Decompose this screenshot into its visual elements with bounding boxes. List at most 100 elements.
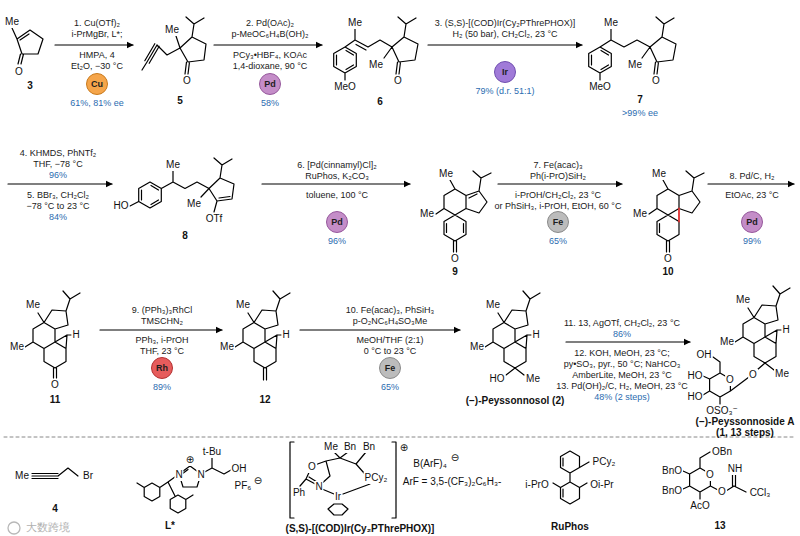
- watermark-logo: [8, 522, 20, 534]
- reagent-text: 7. Fe(acac)₃: [533, 160, 582, 170]
- atom-label: ⊕: [185, 454, 195, 466]
- reagent-text: HMPA, 4: [79, 50, 114, 60]
- atom-label: ⊕: [399, 442, 409, 454]
- atom-label: Me: [627, 59, 643, 71]
- reagent-text: 4. KHMDS, PhNTf₂: [20, 148, 97, 158]
- atom-label: Me: [469, 341, 485, 353]
- reaction-arrow: [566, 341, 690, 342]
- reagent-text: −78 °C to 23 °C: [27, 201, 90, 211]
- atom-label: i-PrO: [524, 479, 549, 491]
- atom-label: Me: [25, 299, 41, 311]
- structure-8: [130, 158, 234, 212]
- yield-text: 48% (2 steps): [594, 392, 650, 402]
- reaction-arrow: [100, 329, 222, 330]
- metal-symbol: Pd: [746, 217, 758, 227]
- reagent-text: 5. BBr₃, CH₂Cl₂: [27, 190, 89, 200]
- reagent-text: AmberLite, MeOH, 23 °C: [572, 370, 672, 380]
- atom-label: Oi-Pr: [589, 479, 614, 491]
- atom-label: Me: [368, 59, 384, 71]
- reagent-text: TMSCHN₂: [141, 316, 183, 326]
- structure-3: [12, 28, 43, 64]
- metal-symbol: Fe: [385, 363, 396, 373]
- atom-label: Me: [774, 368, 790, 380]
- atom-label: t-Bu: [202, 446, 222, 458]
- compound-label: 6: [377, 96, 383, 108]
- atom-label: HO: [113, 200, 130, 212]
- structure-9: [436, 171, 491, 252]
- reagent-text: i-PrMgBr, L*;: [71, 29, 122, 39]
- structure-peyssonnosol: [485, 291, 540, 375]
- reagent-text: 10. Fe(acac)₃, PhSiH₃: [346, 305, 434, 315]
- atom-label: BnO: [661, 485, 683, 497]
- compound-label: 9: [452, 266, 458, 278]
- atom-label: H: [71, 329, 80, 341]
- metal-symbol: Pd: [264, 79, 276, 89]
- yield-text: 65%: [549, 236, 567, 246]
- yield-text: 96%: [49, 170, 67, 180]
- reaction-arrow: [262, 183, 410, 184]
- reaction-arrow: [55, 44, 133, 45]
- atom-label: OBn: [711, 446, 733, 458]
- structure-peyssonnoside: [735, 286, 790, 370]
- atom-label: Me: [525, 373, 541, 385]
- atom-label: N: [314, 481, 323, 493]
- compound-label: 4: [52, 503, 58, 515]
- atom-label: Me: [632, 208, 648, 220]
- catalyst-badge: Cu: [86, 73, 108, 95]
- atom-label: N: [196, 469, 205, 481]
- reagent-text: py•SO₃, pyr., 50 °C; NaHCO₃: [564, 359, 681, 369]
- structure-11: [25, 291, 80, 378]
- yield-text: 79% (d.r. 51:1): [475, 86, 534, 96]
- atom-label: Me: [419, 208, 435, 220]
- compound-label: (−)-Peyssonnoside A: [696, 416, 795, 428]
- reagent-text: 0 °C to 23 °C: [364, 346, 417, 356]
- reagent-text: 12. KOH, MeOH, 23 °C;: [574, 348, 670, 358]
- reagent-text: 13. Pd(OH)₂/C, H₂, MeOH, 23 °C: [556, 381, 688, 391]
- reagent-text: MeOH/THF (2:1): [356, 335, 423, 345]
- atom-label: AcO: [689, 500, 710, 512]
- atom-label: HO: [687, 370, 704, 382]
- atom-label: O: [307, 461, 317, 473]
- structure-ir-complex: [290, 442, 396, 518]
- atom-label: Me: [219, 341, 235, 353]
- reagent-text: 2. Pd(OAc)₂: [246, 18, 294, 28]
- atom-label: O: [182, 75, 192, 87]
- watermark-text: 大数跨境: [26, 521, 70, 534]
- compound-label: 12: [259, 394, 270, 406]
- yield-text: 84%: [49, 212, 67, 222]
- atom-label: Me: [323, 441, 339, 453]
- atom-label: CCl₃: [749, 487, 772, 499]
- catalyst-badge: Pd: [259, 73, 281, 95]
- reagent-text: 11. 13, AgOTf, CH₂Cl₂, 23 °C: [564, 318, 680, 328]
- yield-text: 86%: [613, 329, 631, 339]
- atom-label: Me: [347, 17, 363, 29]
- atom-label: O: [50, 379, 60, 391]
- reagent-text: RuPhos, K₂CO₃: [305, 171, 369, 181]
- reagent-text: 8. Pd/C, H₂: [729, 171, 774, 181]
- catalyst-badge: Pd: [741, 211, 763, 233]
- metal-symbol: Pd: [331, 217, 343, 227]
- atom-label: BnO: [661, 465, 683, 477]
- atom-label: OTf: [205, 213, 224, 225]
- atom-label: ⊖: [253, 475, 263, 487]
- structure-ligand: [137, 458, 231, 513]
- reagent-text: toluene, 100 °C: [306, 190, 368, 200]
- atom-label: O: [725, 374, 735, 386]
- atom-label: Me: [719, 336, 735, 348]
- reagent-text: 1,4-dioxane, 90 °C: [233, 61, 308, 71]
- atom-label: Me: [735, 294, 751, 306]
- reaction-arrow: [428, 44, 582, 45]
- compound-label: 7: [637, 94, 643, 106]
- atom-label: B(ArF)₄: [412, 458, 448, 470]
- atom-label: Me: [603, 17, 619, 29]
- reagent-text: EtOAc, 23 °C: [725, 190, 779, 200]
- atom-label: Bn: [362, 441, 376, 453]
- compound-label: L*: [165, 520, 175, 532]
- yield-text: 99%: [743, 236, 761, 246]
- atom-label: H: [281, 329, 290, 341]
- compound-label: (S,S)-[(COD)Ir(Cy₂PThrePHOX)]: [286, 523, 435, 535]
- structure-5: [142, 17, 206, 74]
- atom-label: PCy₂: [592, 456, 617, 468]
- reagent-text: 1. Cu(OTf)₂: [74, 18, 120, 28]
- atom-label: MeO: [333, 81, 357, 93]
